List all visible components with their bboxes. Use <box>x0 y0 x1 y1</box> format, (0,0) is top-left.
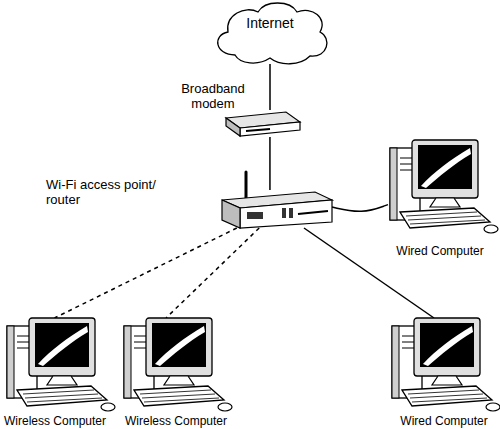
computer-node: Wireless Computer <box>5 318 115 413</box>
node-label: Wired Computer <box>388 414 500 429</box>
cloud-node: Internet <box>215 2 325 64</box>
computer-illustration <box>390 140 498 233</box>
node-label: Wired Computer <box>384 244 496 259</box>
node-label: Internet <box>215 16 325 31</box>
modem-node: Broadband modem <box>222 110 300 137</box>
modem-illustration <box>226 112 300 136</box>
router-node: Wi-Fi access point/ router <box>220 190 332 228</box>
computer-node: Wireless Computer <box>122 318 232 413</box>
modem-side <box>226 118 240 136</box>
internet-cloud <box>218 3 327 64</box>
computer-illustration <box>7 318 115 411</box>
network-cable <box>269 64 271 110</box>
node-label: Wi-Fi access point/ router <box>46 177 174 207</box>
network-cable <box>332 205 388 212</box>
computer-node: Wired Computer <box>388 140 500 235</box>
router-side <box>222 200 240 228</box>
wireless-link <box>55 228 237 318</box>
router-illustration <box>222 172 332 228</box>
router-port <box>289 208 293 218</box>
node-label: Broadband modem <box>173 81 253 111</box>
node-label: Wireless Computer <box>116 414 236 429</box>
computer-illustration <box>392 318 500 411</box>
computer-node: Wired Computer <box>390 318 500 413</box>
node-label: Wireless Computer <box>0 414 113 429</box>
network-cable <box>269 137 271 190</box>
router-panel <box>247 212 263 219</box>
modem-front <box>240 122 300 136</box>
router-front <box>240 200 332 228</box>
modem-lights <box>246 129 270 131</box>
router-port-strip <box>298 211 328 214</box>
wireless-link <box>166 228 259 318</box>
computer-illustration <box>124 318 232 411</box>
router-port <box>282 208 286 218</box>
network-cable <box>304 228 434 318</box>
